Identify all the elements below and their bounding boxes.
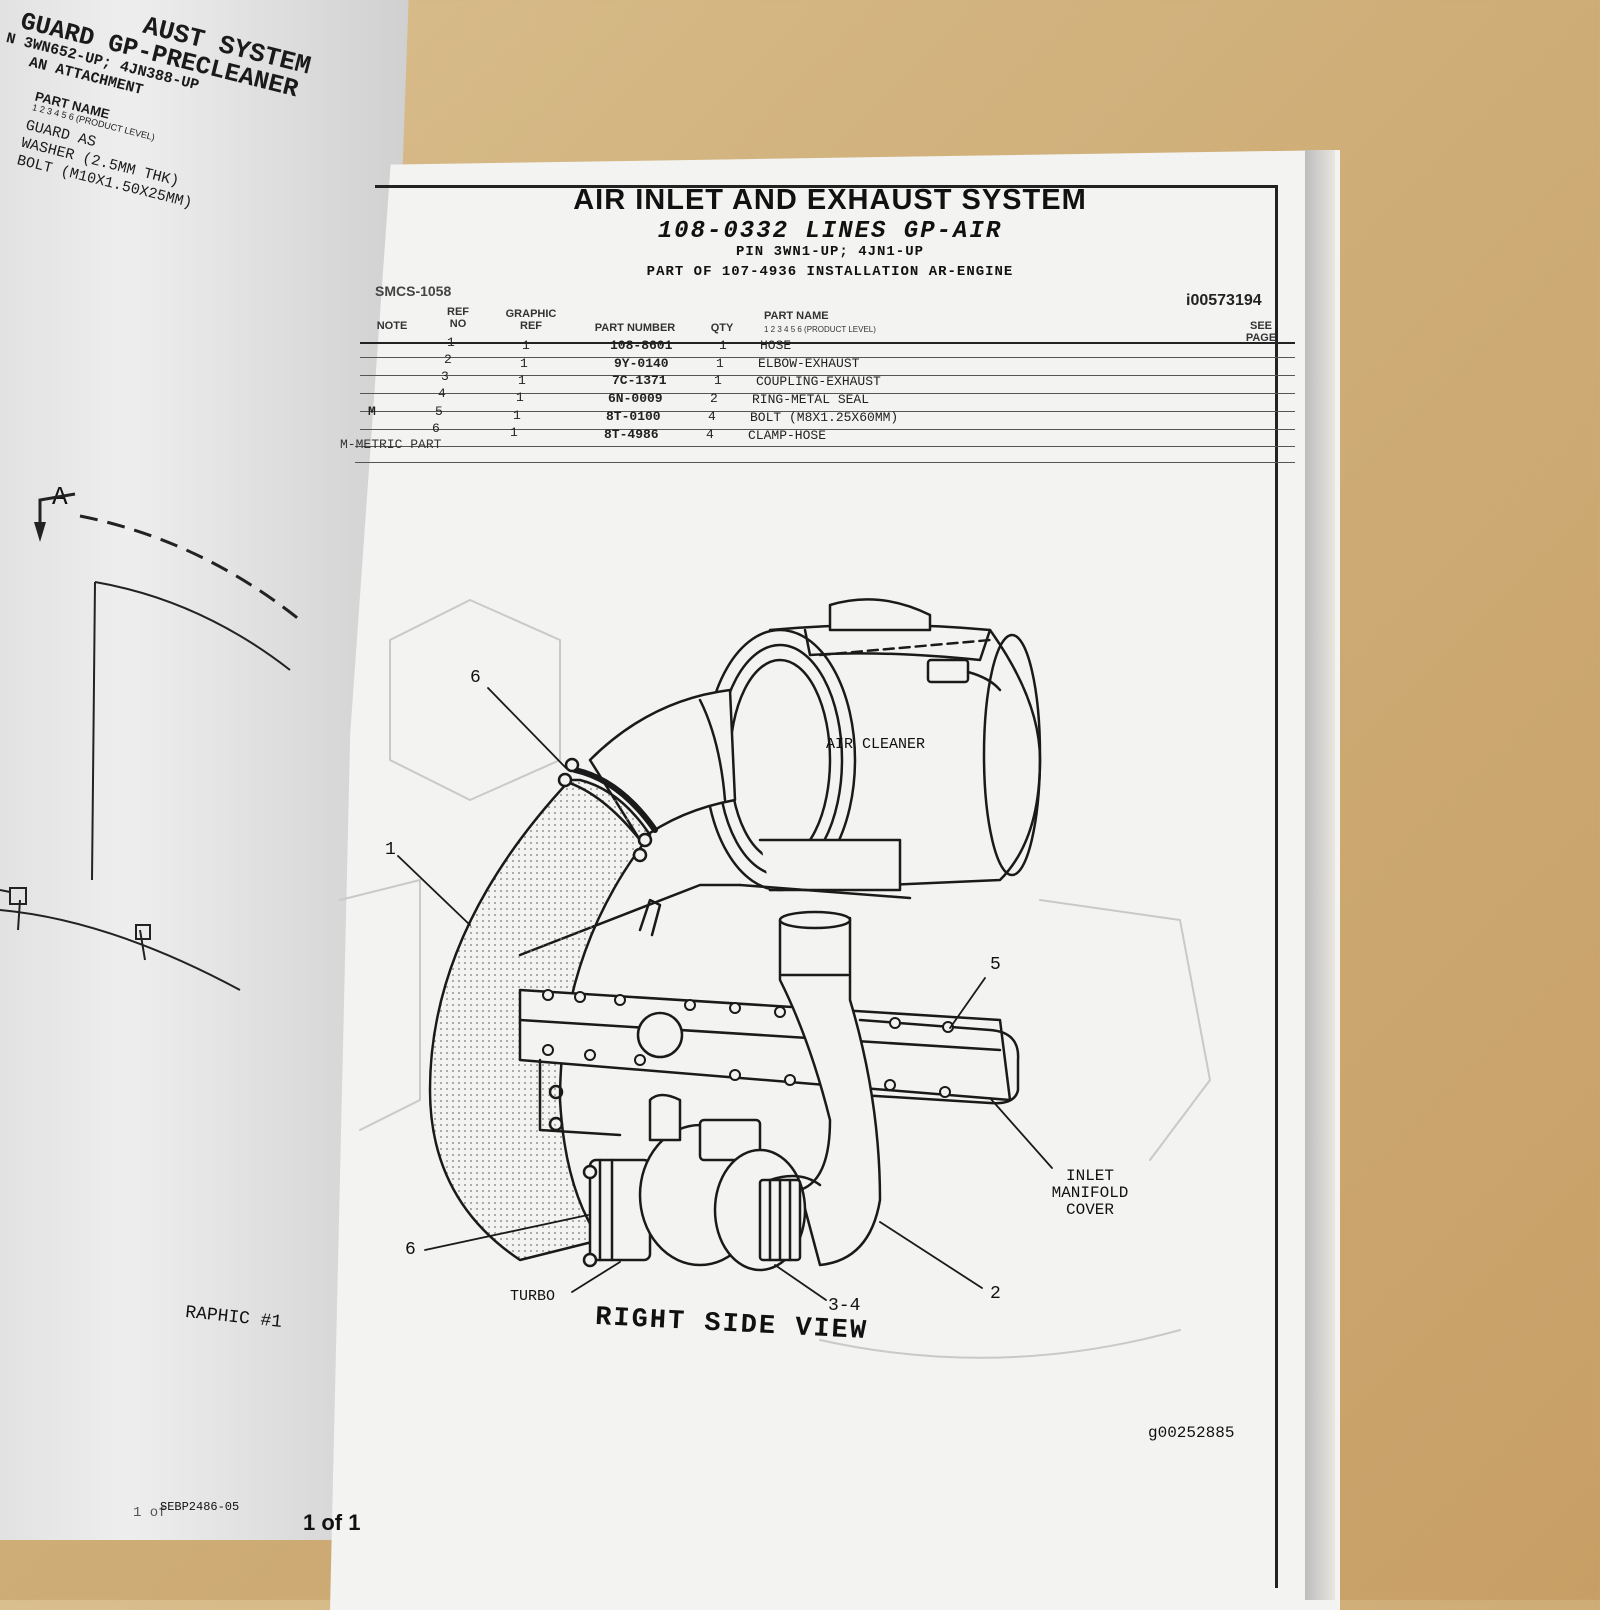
col-part-name: PART NAME (764, 310, 829, 322)
inlet-manifold-cover-label: INLET MANIFOLD COVER (1051, 1167, 1129, 1219)
col-ref-no: REF NO (447, 306, 469, 330)
graphic-id: g00252885 (1148, 1424, 1235, 1442)
col-part-number: PART NUMBER (594, 322, 676, 334)
page-edge-shadow (1305, 150, 1335, 1600)
illustration-id: i00573194 (1186, 292, 1262, 309)
section-title: AIR INLET AND EXHAUST SYSTEM (573, 184, 1087, 216)
left-page-marker: 1 of (133, 1505, 167, 1521)
callout-6-bottom: 6 (405, 1240, 416, 1260)
callout-3-4: 3-4 (828, 1296, 861, 1316)
col-qty: QTY (710, 322, 734, 334)
col-graphic-ref: GRAPHIC REF (505, 308, 557, 332)
col-product-levels: 1 2 3 4 5 6 (PRODUCT LEVEL) (764, 325, 876, 334)
air-cleaner (518, 598, 1042, 957)
turbocharger (582, 1093, 822, 1272)
serial-range: PIN 3WN1-UP; 4JN1-UP (735, 244, 925, 260)
col-see-page: SEE PAGE (1245, 320, 1277, 344)
col-note: NOTE (376, 320, 408, 332)
installation-note: PART OF 107-4936 INSTALLATION AR-ENGINE (646, 264, 1014, 280)
callout-6-top: 6 (470, 668, 481, 688)
group-title: 108-0332 LINES GP-AIR (657, 218, 1003, 245)
turbo-label: TURBO (510, 1288, 556, 1305)
smcs-code: SMCS-1058 (375, 283, 452, 299)
page-indicator: 1 of 1 (303, 1510, 361, 1535)
callout-5: 5 (990, 955, 1001, 975)
callout-2: 2 (990, 1284, 1001, 1304)
page-frame (375, 185, 1278, 1588)
air-cleaner-label: AIR CLEANER (826, 736, 926, 753)
metric-part-legend: M-METRIC PART (340, 437, 442, 452)
callout-1: 1 (385, 840, 396, 860)
doc-number: SEBP2486-05 (160, 1500, 240, 1514)
table-header-rule (360, 342, 1295, 344)
left-guard-drawing (0, 492, 301, 991)
